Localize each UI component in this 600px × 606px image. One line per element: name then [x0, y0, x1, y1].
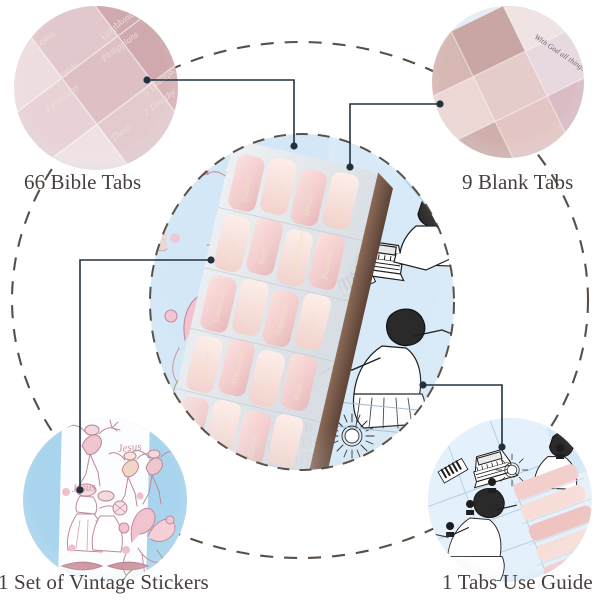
dot-vintage-stickers-target	[207, 256, 215, 264]
dot-bible-tabs-source	[143, 76, 151, 84]
caption-vintage-stickers: 1 Set of Vintage Stickers	[0, 570, 209, 594]
dot-blank-tabs-source	[436, 100, 444, 108]
callout-vintage-stickers-photo: Jesus Jesus	[23, 418, 187, 582]
caption-bible-tabs: 66 Bible Tabs	[24, 170, 142, 194]
dot-tabs-use-guide-source	[419, 381, 427, 389]
caption-blank-tabs: 9 Blank Tabs	[462, 170, 574, 194]
connector-blank-tabs	[349, 103, 440, 167]
connector-lines	[79, 79, 503, 490]
dot-blank-tabs-target	[346, 163, 354, 171]
connector-dots	[76, 76, 506, 494]
outer-dashed-guide	[10, 40, 590, 560]
dot-tabs-use-guide-target	[498, 443, 506, 451]
connector-vintage-stickers	[79, 259, 211, 490]
caption-tabs-use-guide: 1 Tabs Use Guide	[442, 570, 593, 594]
connector-bible-tabs	[147, 79, 295, 146]
connector-tabs-use-guide	[423, 384, 503, 447]
dot-vintage-stickers-source	[76, 486, 84, 494]
callout-blank-tabs-photo: With God all things are possible Jesus	[432, 6, 584, 158]
main-product-photo: Jesus	[149, 133, 455, 471]
dot-bible-tabs-target	[290, 142, 298, 150]
center-dashed-ring	[149, 133, 455, 471]
